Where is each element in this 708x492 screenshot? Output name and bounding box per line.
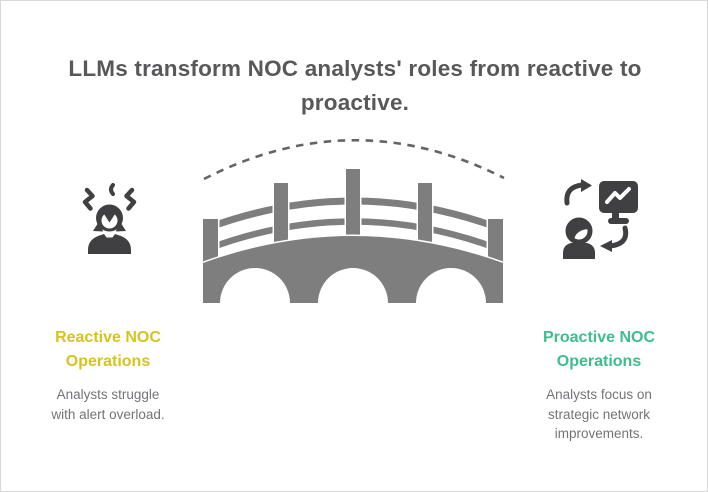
hair-tip-right [116, 220, 126, 232]
bridge-graphic [201, 139, 505, 305]
bridge-post [344, 167, 362, 247]
arrow-up-icon [564, 182, 585, 206]
proactive-heading: Proactive NOC Operations [542, 329, 656, 370]
proactive-description: Analysts focus on strategic network impr… [546, 387, 652, 441]
body [88, 234, 131, 254]
arrow-down-head [600, 240, 612, 252]
reactive-column: Reactive NOC Operations Analysts struggl… [13, 326, 203, 424]
hair-fringe [103, 212, 116, 223]
trend-line [605, 187, 631, 204]
bridge-arch [318, 268, 388, 303]
bridge-arch [416, 268, 486, 303]
stressed-analyst-icon [82, 183, 137, 254]
page-title: LLMs transform NOC analysts' roles from … [68, 56, 642, 115]
stress-mark-center [109, 183, 115, 196]
bridge-arch [220, 268, 290, 303]
reactive-description: Analysts struggle with alert overload. [51, 387, 165, 422]
analyst-head-ring [565, 217, 593, 245]
hair-tip-left [93, 220, 103, 232]
stress-zigzag-left [82, 187, 95, 211]
monitor-base [608, 218, 629, 224]
stress-zigzag-right [124, 187, 137, 211]
collar [106, 237, 113, 243]
monitor-neck [612, 213, 619, 218]
dashed-arc-path [203, 139, 505, 181]
arrow-down-icon [607, 225, 629, 249]
proactive-column: Proactive NOC Operations Analysts focus … [504, 326, 694, 444]
reactive-heading: Reactive NOC Operations [55, 329, 161, 370]
arrow-up-head [581, 179, 592, 192]
analyst-monitor-sync-icon [563, 179, 638, 259]
analyst-body [563, 243, 595, 259]
bridge-icon [201, 167, 505, 305]
